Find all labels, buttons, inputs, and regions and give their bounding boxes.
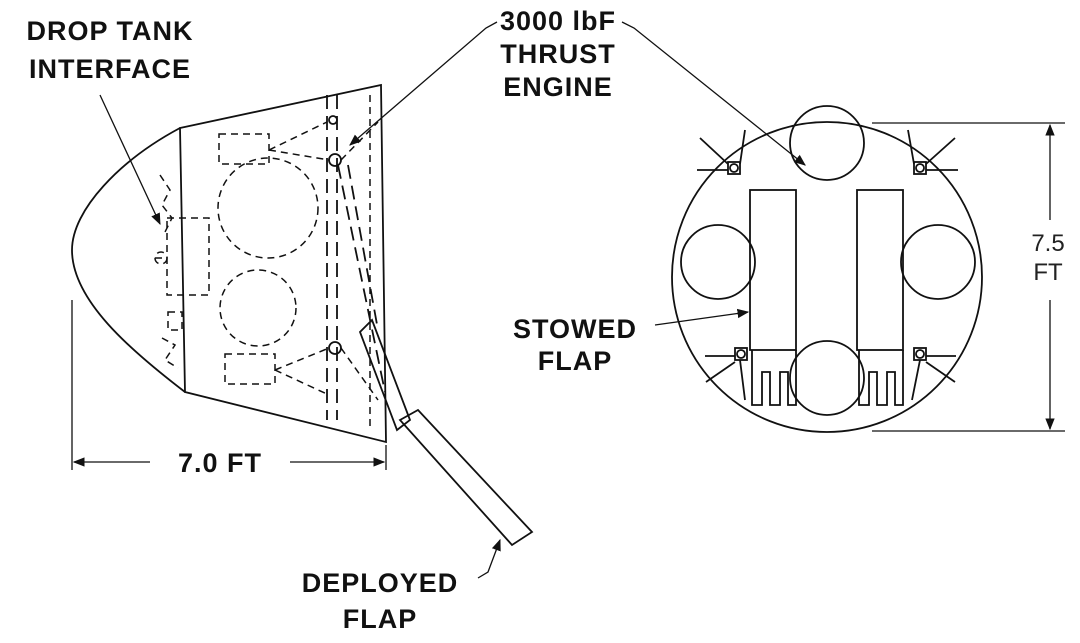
svg-text:DROP TANK: DROP TANK (26, 16, 193, 46)
thruster-pod-lower-right (911, 347, 956, 401)
diameter-value-label: 7.5 (1031, 230, 1064, 257)
side-engine-lower (274, 341, 379, 401)
svg-text:THRUST: THRUST (500, 39, 616, 69)
thruster-pod-upper-left (697, 129, 746, 175)
thruster-pod-upper-right (907, 129, 958, 175)
equipment-box-upper (218, 133, 270, 165)
propellant-tank-upper (217, 157, 319, 259)
diameter-unit-label: FT (1033, 259, 1063, 286)
side-engine-upper (268, 115, 379, 167)
propellant-tank-lower (219, 269, 297, 347)
svg-text:DEPLOYED: DEPLOYED (302, 568, 459, 598)
svg-text:3000 lbF: 3000 lbF (500, 6, 616, 36)
side-view: 7.0 FT (71, 83, 534, 547)
svg-text:ENGINE: ENGINE (503, 72, 613, 102)
end-view-outline (671, 121, 983, 433)
equipment-box-mid (166, 217, 210, 296)
equipment-box-lower (224, 353, 276, 385)
end-engine-right (900, 224, 976, 300)
deployed-flap (358, 318, 412, 432)
svg-text:STOWED: STOWED (513, 314, 637, 344)
thruster-pod-lower-left (705, 347, 748, 401)
callout-drop-tank-interface: DROP TANK INTERFACE (26, 16, 193, 226)
svg-text:FLAP: FLAP (538, 346, 613, 376)
callout-thrust-engine: 3000 lbF THRUST ENGINE (349, 6, 806, 166)
nose-cap (71, 127, 186, 393)
end-view: 7.5 FT (671, 105, 1065, 433)
svg-text:FLAP: FLAP (343, 604, 418, 634)
end-engine-left (680, 224, 756, 300)
drop-tank-interface-hardware (154, 174, 183, 369)
callout-deployed-flap: DEPLOYED FLAP (302, 538, 501, 634)
end-engine-bottom (789, 340, 865, 416)
stowed-flap-right (856, 189, 904, 406)
svg-text:INTERFACE: INTERFACE (29, 54, 191, 84)
callout-stowed-flap: STOWED FLAP (513, 308, 750, 376)
stowed-flap-left (749, 189, 797, 406)
vehicle-body-outline (179, 83, 387, 444)
end-engine-top (789, 105, 865, 181)
length-dimension-label: 7.0 FT (178, 448, 262, 478)
